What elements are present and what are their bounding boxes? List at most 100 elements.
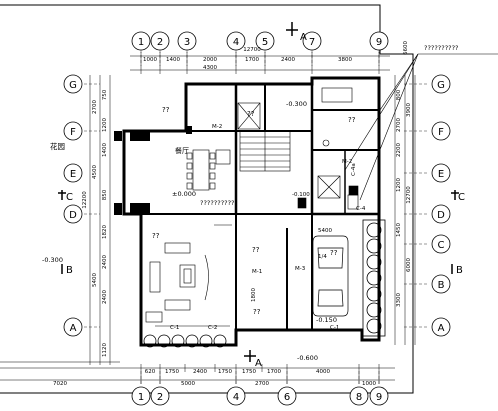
elev-left: -0.300 xyxy=(42,256,63,264)
dim-left-2700: 2700 xyxy=(92,100,98,114)
elev-garage: -0.150 xyxy=(316,316,337,324)
window-c4: C-4 xyxy=(356,206,366,212)
axis-bottom-2: 2 xyxy=(157,392,163,403)
dim-left-1400: 1400 xyxy=(102,143,108,157)
dim-top-mid-0: 4300 xyxy=(203,65,217,71)
dim-left-1200: 1200 xyxy=(102,118,108,132)
dim-lines-top xyxy=(130,52,390,74)
room-top-mid: ?? xyxy=(247,110,255,118)
room-top-left: ?? xyxy=(162,106,170,114)
dim-left-1120: 1120 xyxy=(102,343,108,357)
room-top-right: ?? xyxy=(348,116,356,124)
dim-left-2400b: 2400 xyxy=(102,290,108,304)
axis-left-D: D xyxy=(69,210,77,221)
axis-top-5: 5 xyxy=(262,37,268,48)
axis-right-F: F xyxy=(438,127,444,138)
axis-bottom-4: 4 xyxy=(233,392,239,403)
section-left-b: B xyxy=(66,265,73,276)
axis-top-7: 7 xyxy=(309,37,315,48)
axis-right-C: C xyxy=(438,240,445,251)
dim-right-2700: 2700 xyxy=(396,118,402,132)
axis-left-G: G xyxy=(69,80,77,91)
note-top-right: ?????????? xyxy=(424,44,459,52)
bottom-axis-bubbles: 1 2 4 6 8 9 xyxy=(131,386,389,406)
door-m3: M-3 xyxy=(295,266,306,272)
dim-top-mid-1: 12700 xyxy=(243,47,261,53)
window-c1: C-1 xyxy=(170,325,179,331)
dim-bot-5: 1700 xyxy=(267,369,281,375)
dim-bot-6: 4000 xyxy=(316,369,330,375)
garage-w: 5400 xyxy=(318,228,332,234)
top-axis-bubbles: 1 2 3 4 5 7 9 xyxy=(131,31,389,51)
dim-top-mid-2: 1700 xyxy=(245,57,259,63)
axis-bottom-6: 6 xyxy=(284,392,290,403)
dim-left-850: 850 xyxy=(102,189,108,200)
leader-lines xyxy=(344,53,498,201)
left-axis-bubbles: G F E D A xyxy=(63,74,83,337)
dim-bot-total-3: 1000 xyxy=(362,381,376,387)
axis-right-B: B xyxy=(438,280,445,291)
dim-bot-4: 1750 xyxy=(242,369,256,375)
dim-bot-2: 2400 xyxy=(193,369,207,375)
window-c4a: C-4a xyxy=(351,163,357,176)
axis-top-4: 4 xyxy=(233,37,239,48)
dim-left-750: 750 xyxy=(102,89,108,100)
axis-top-3: 3 xyxy=(184,37,190,48)
staircase xyxy=(237,102,291,172)
bath-w: 1800 xyxy=(251,288,257,302)
site-boundary xyxy=(0,4,414,394)
section-left-c: C xyxy=(66,192,73,203)
section-top-label: A xyxy=(300,32,307,43)
living-room-furniture xyxy=(145,224,232,327)
dim-left-1820: 1820 xyxy=(102,225,108,239)
dim-left-12200: 12200 xyxy=(82,191,88,209)
axis-right-E: E xyxy=(438,169,444,180)
room-living: ?? xyxy=(152,232,160,240)
dim-right-6000: 6000 xyxy=(406,258,412,272)
garden-pillars xyxy=(114,126,192,215)
door-m2: M-2 xyxy=(212,124,222,130)
axis-left-A: A xyxy=(70,323,77,334)
axis-top-2: 2 xyxy=(157,37,163,48)
note-mid: ?????????? xyxy=(200,199,235,207)
axis-right-A: A xyxy=(438,323,445,334)
axis-bottom-1: 1 xyxy=(138,392,144,403)
section-bottom-label: A xyxy=(255,358,262,369)
building-walls xyxy=(122,76,381,347)
elev-bottom: -0.600 xyxy=(297,354,318,362)
hedge-right xyxy=(362,219,386,337)
garage-car xyxy=(312,235,349,317)
dim-left-5400: 5400 xyxy=(92,273,98,287)
dim-lines-left xyxy=(89,75,111,365)
dim-bot-total-2: 2700 xyxy=(255,381,269,387)
dim-right-1200: 1200 xyxy=(396,178,402,192)
door-m1: M-1 xyxy=(252,269,262,275)
dim-top-4: 3800 xyxy=(338,57,352,63)
dining-label: 餐厅 xyxy=(175,146,189,155)
elev-top: -0.300 xyxy=(286,100,307,108)
dim-right-12700: 12700 xyxy=(406,186,412,204)
axis-left-E: E xyxy=(70,169,76,180)
axis-top-9: 9 xyxy=(376,37,382,48)
dim-right-1450: 1450 xyxy=(396,223,402,237)
dim-left-4500: 4500 xyxy=(92,165,98,179)
dim-lines-right xyxy=(394,75,416,345)
dim-top-3: 2400 xyxy=(281,57,295,63)
dim-bot-total-1: 5000 xyxy=(181,381,195,387)
hedge-bottom xyxy=(143,334,227,348)
axis-right-D: D xyxy=(437,210,445,221)
axis-bottom-8: 8 xyxy=(356,392,362,403)
section-right-c: C xyxy=(458,192,465,203)
dim-right-2200: 2200 xyxy=(396,143,402,157)
dim-right-3300: 3300 xyxy=(396,293,402,307)
garage-scale: 1/4 xyxy=(318,254,327,260)
elev-main: ±0.000 xyxy=(172,190,196,198)
dim-top-right: 6600 xyxy=(403,41,409,55)
dim-top-2: 2000 xyxy=(203,57,217,63)
axis-right-G: G xyxy=(437,80,445,91)
dim-bot-3: 1750 xyxy=(218,369,232,375)
dim-right-3900: 3900 xyxy=(406,103,412,117)
section-markers xyxy=(58,22,459,362)
